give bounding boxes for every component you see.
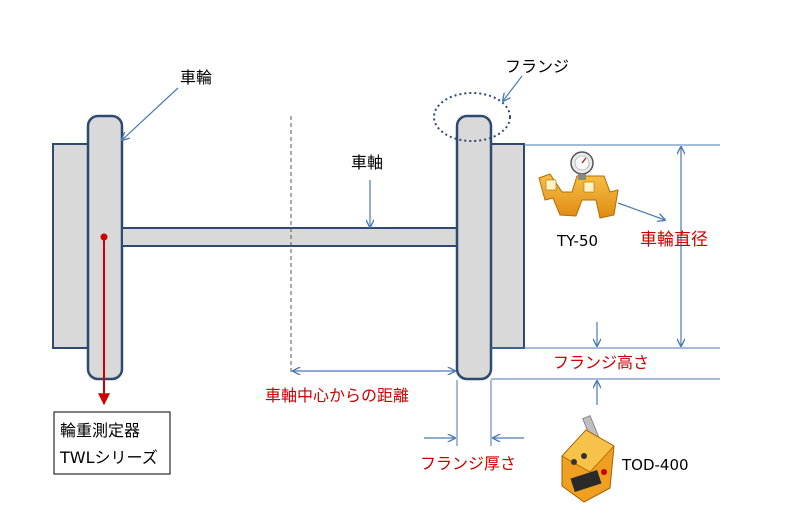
wheel-label: 車輪 <box>180 68 212 87</box>
flange-height-label: フランジ高さ <box>553 353 649 372</box>
axle-label: 車軸 <box>351 153 383 172</box>
scale-label-line1: 輪重測定器 <box>60 421 140 440</box>
scale-box <box>53 411 171 475</box>
left-wheel <box>52 114 124 381</box>
left-wheel-tread <box>52 143 92 349</box>
right-wheel <box>455 114 525 381</box>
right-wheel-tread <box>487 143 525 349</box>
ty50-leader <box>617 202 665 220</box>
axle-shaft <box>121 227 459 247</box>
flange-leader <box>503 75 523 101</box>
flange-thickness-label: フランジ厚さ <box>420 454 516 473</box>
right-wheel-flange <box>455 114 493 381</box>
flange-highlight-circle <box>433 92 511 142</box>
distance-from-center-label: 車軸中心からの距離 <box>265 386 409 405</box>
ty50-label: TY-50 <box>556 232 598 250</box>
wheel-leader <box>122 87 179 140</box>
wheel-diameter-label: 車輪直径 <box>640 230 708 250</box>
flange-label: フランジ <box>505 57 569 76</box>
tod400-device-image <box>561 415 615 503</box>
tod400-label: TOD-400 <box>621 456 689 474</box>
scale-label-line2: TWLシリーズ <box>59 448 158 467</box>
ty50-device-image <box>538 151 619 219</box>
